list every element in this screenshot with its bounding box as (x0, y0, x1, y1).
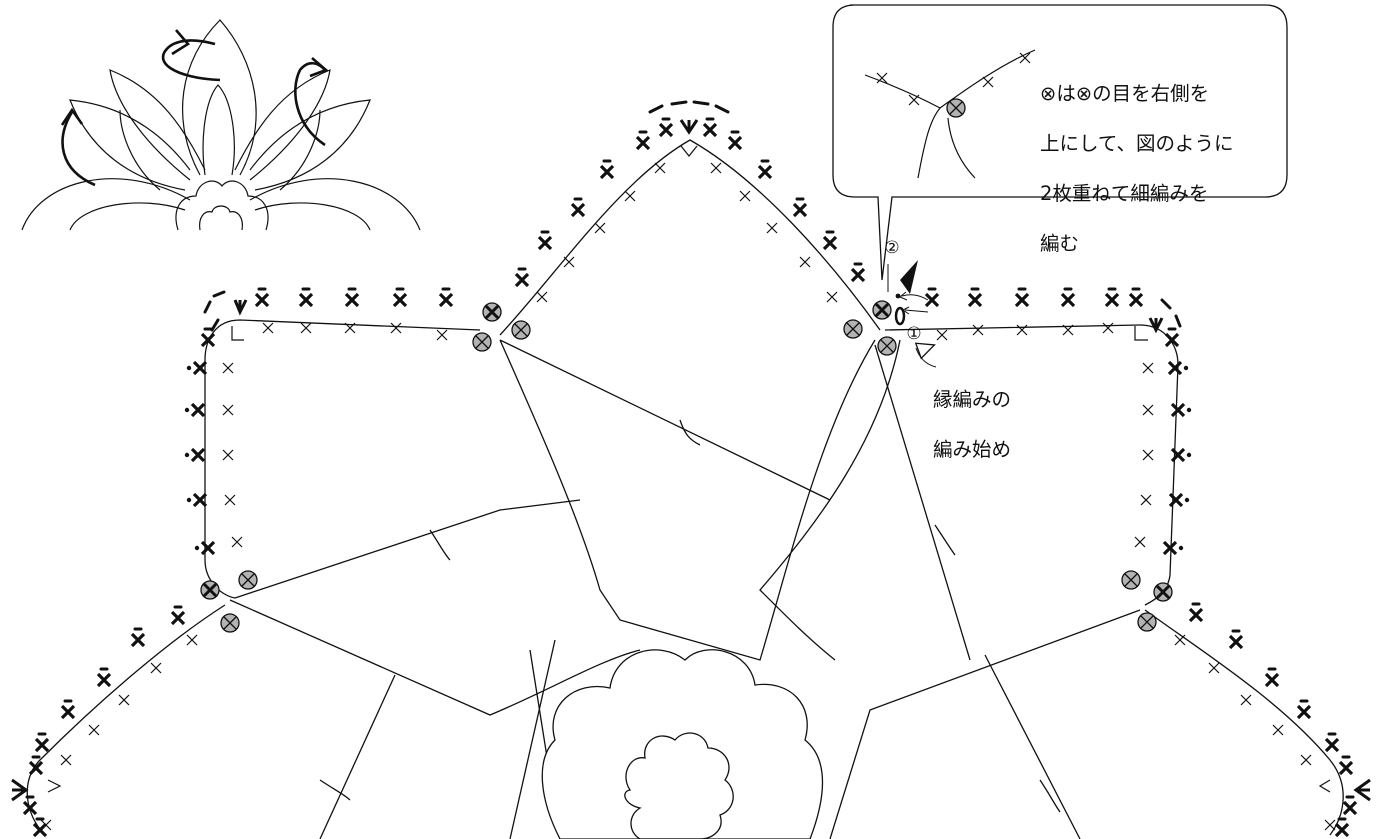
step-two-label: ② (884, 238, 900, 258)
callout-line-2: 上にして、図のように (1040, 132, 1234, 155)
top-petal-stitches (514, 100, 866, 303)
center-flower (541, 649, 824, 839)
curved-arrow-icon (60, 29, 329, 187)
edging-start-line-2: 編み始め (933, 438, 1012, 461)
bottom-left-petal-stitches (11, 605, 198, 838)
callout-line-4: 編む (1040, 232, 1080, 255)
right-petal-stitches (924, 287, 1193, 556)
callout-bubble (832, 4, 1288, 281)
edging-start-line-1: 縁編みの (933, 388, 1012, 411)
edging-start-marker (887, 260, 937, 368)
bottom-right-petal-stitches (1174, 602, 1371, 838)
edging-start-label: 縁編みの 編み始め (933, 362, 1053, 487)
step-one-label: ① (906, 324, 922, 344)
flower-thumbnail (21, 19, 421, 231)
callout-text: ⊗は⊗の目を右側を 上にして、図のように 2枚重ねて細編みを 編む (1040, 56, 1270, 281)
callout-line-1: ⊗は⊗の目を右側を (1040, 82, 1210, 105)
triangle-icon (900, 260, 918, 294)
callout-line-3: 2枚重ねて細編みを (1040, 182, 1209, 205)
left-petal-stitches (183, 287, 454, 556)
